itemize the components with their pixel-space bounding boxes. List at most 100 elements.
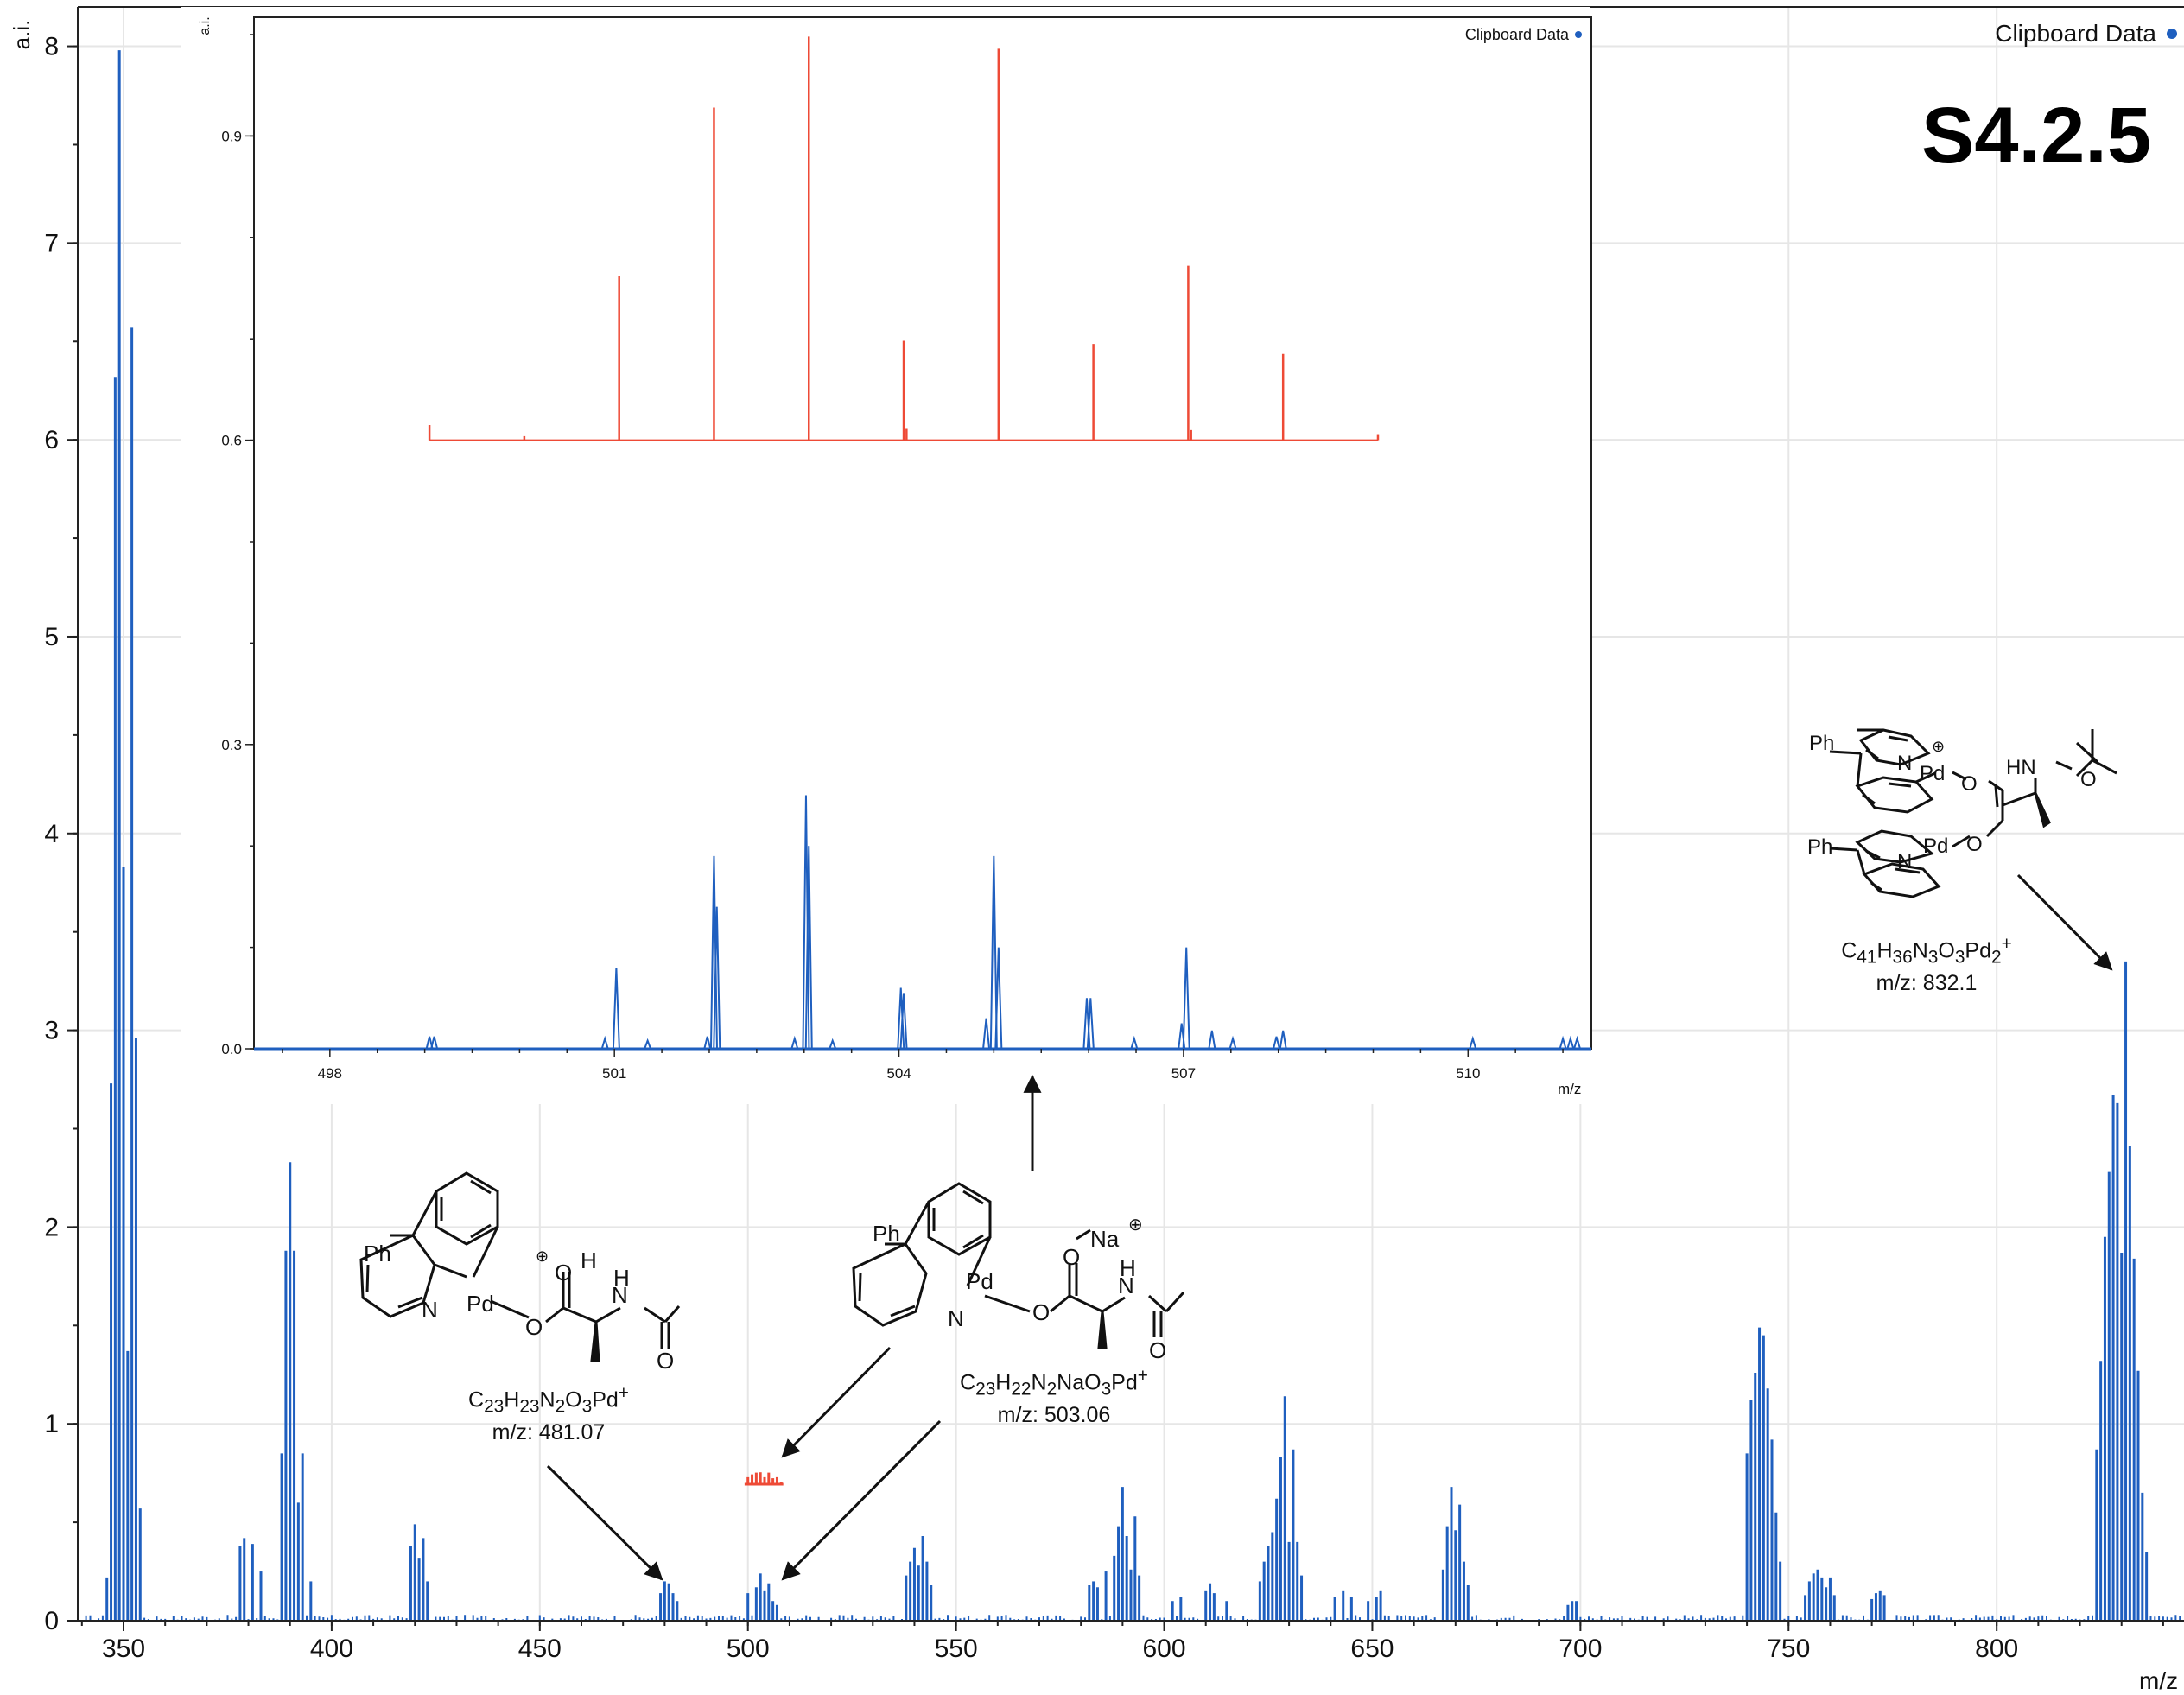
inset-blue-peak — [1130, 1035, 1139, 1050]
inset-blue-peak — [897, 987, 905, 1050]
svg-text:O: O — [657, 1348, 674, 1374]
arrow-to-832-peak — [2016, 873, 2113, 971]
structure-832-labels: Ph N Pd ⊕ O HN O Ph N Pd O — [1807, 732, 2097, 873]
main-x-tick-label: 600 — [1143, 1635, 1186, 1663]
main-x-tick-label: 650 — [1350, 1635, 1394, 1663]
inset-y-tick-label: 0.9 — [221, 128, 242, 144]
main-x-axis-label: m/z — [2139, 1667, 2178, 1694]
structure-832 — [1829, 728, 2117, 898]
inset-background — [181, 7, 1590, 1104]
main-y-tick-label: 3 — [44, 1017, 59, 1045]
inset-x-tick-label: 501 — [602, 1065, 626, 1082]
svg-text:N: N — [1897, 752, 1912, 775]
inset-blue-peak — [1208, 1030, 1216, 1050]
inset-blue-peak — [1469, 1035, 1477, 1050]
annotation-481-mz: m/z: 481.07 — [492, 1420, 606, 1445]
inset-y-axis-label: a.i. — [198, 16, 213, 35]
main-x-tick-label: 800 — [1975, 1635, 2018, 1663]
inset-legend-label: Clipboard Data — [1465, 26, 1570, 43]
main-legend-marker — [2167, 29, 2177, 39]
svg-text:Ph: Ph — [1809, 732, 1834, 755]
svg-text:H: H — [1120, 1255, 1136, 1281]
main-y-tick-label: 8 — [44, 33, 59, 61]
inset-blue-peak — [1559, 1035, 1567, 1050]
main-x-tick-label: 550 — [935, 1635, 978, 1663]
inset-y-tick-label: 0.0 — [221, 1041, 242, 1057]
main-spectrum-series — [78, 50, 2184, 1621]
inset-legend-marker — [1575, 31, 1582, 38]
inset-blue-peak — [802, 795, 810, 1050]
svg-text:Pd: Pd — [467, 1291, 494, 1317]
svg-text:Pd: Pd — [966, 1268, 994, 1294]
svg-text:Ph: Ph — [873, 1221, 900, 1247]
arrow-to-503-simulated — [781, 1346, 892, 1458]
main-simulated-overlay — [744, 1472, 784, 1486]
inset-blue-peak — [989, 855, 998, 1050]
inset-blue-peak — [899, 993, 908, 1050]
inset-blue-peak — [612, 968, 620, 1050]
svg-text:⊕: ⊕ — [1128, 1216, 1143, 1235]
svg-text:O: O — [555, 1260, 572, 1286]
main-x-tick-label: 400 — [310, 1635, 353, 1663]
annotation-832-formula: C41H36N3O3Pd2+ — [1841, 934, 2012, 968]
inset-blue-peak — [804, 846, 813, 1050]
svg-text:Pd: Pd — [1920, 762, 1945, 785]
inset-y-tick-label: 0.6 — [221, 433, 242, 449]
arrow-to-503-peak — [781, 1419, 942, 1581]
inset-blue-peak — [982, 1018, 991, 1050]
svg-text:O: O — [1966, 833, 1983, 856]
inset-blue-peak — [600, 1035, 609, 1050]
svg-text:H: H — [613, 1265, 630, 1291]
svg-text:O: O — [1149, 1337, 1166, 1363]
structure-481-labels: Ph N Pd O O H ⊕ N H O — [364, 1241, 674, 1374]
main-y-tick-label: 5 — [44, 623, 59, 651]
svg-text:N: N — [1118, 1273, 1134, 1298]
inset-blue-peak — [1573, 1035, 1581, 1050]
inset-blue-peak — [1273, 1036, 1280, 1050]
annotation-481-box: C23H23N2O3Pd+ m/z: 481.07 — [468, 1383, 629, 1445]
figure-label: S4.2.5 — [1921, 92, 2151, 180]
annotation-503-mz: m/z: 503.06 — [997, 1403, 1111, 1428]
main-legend-label: Clipboard Data — [1995, 20, 2156, 47]
inset-x-tick-label: 504 — [886, 1065, 911, 1082]
svg-text:N: N — [1897, 850, 1912, 873]
main-x-tick-label: 350 — [102, 1635, 145, 1663]
main-y-tick-label: 4 — [44, 820, 59, 848]
main-y-tick-label: 6 — [44, 426, 59, 454]
main-y-tick-label: 7 — [44, 229, 59, 257]
main-y-tick-label: 0 — [44, 1607, 59, 1635]
svg-text:HN: HN — [2006, 756, 2036, 779]
svg-text:N: N — [422, 1297, 438, 1323]
annotation-503-formula: C23H22N2NaO3Pd+ — [960, 1366, 1148, 1400]
svg-text:⊕: ⊕ — [1932, 738, 1945, 755]
inset-blue-peak — [1086, 998, 1095, 1050]
main-x-tick-label: 450 — [518, 1635, 562, 1663]
inset-blue-peak — [829, 1038, 837, 1050]
inset-blue-peak — [644, 1038, 652, 1050]
inset-y-tick-label: 0.3 — [221, 737, 242, 753]
inset-blue-peak — [1279, 1030, 1287, 1050]
structure-481 — [359, 1171, 681, 1362]
svg-text:N: N — [612, 1282, 628, 1308]
structure-503-labels: Ph N Pd O O Na ⊕ N H O — [873, 1216, 1166, 1363]
svg-text:H: H — [581, 1247, 597, 1273]
svg-text:O: O — [1063, 1244, 1080, 1270]
main-y-tick-label: 1 — [44, 1410, 59, 1438]
svg-text:O: O — [2080, 768, 2097, 791]
inset-blue-peak — [703, 1036, 712, 1050]
inset-x-tick-label: 498 — [318, 1065, 342, 1082]
inset-x-tick-label: 507 — [1171, 1065, 1196, 1082]
main-x-tick-label: 500 — [727, 1635, 770, 1663]
svg-text:O: O — [525, 1314, 543, 1340]
main-y-axis-label: a.i. — [9, 20, 35, 50]
inset-x-axis-label: m/z — [1558, 1081, 1581, 1097]
svg-text:N: N — [948, 1305, 964, 1331]
annotation-832-mz: m/z: 832.1 — [1876, 971, 1978, 996]
annotation-481-formula: C23H23N2O3Pd+ — [468, 1383, 629, 1417]
arrow-to-481-peak — [546, 1464, 663, 1581]
svg-text:O: O — [1961, 772, 1978, 796]
inset-blue-peak — [1228, 1035, 1237, 1050]
